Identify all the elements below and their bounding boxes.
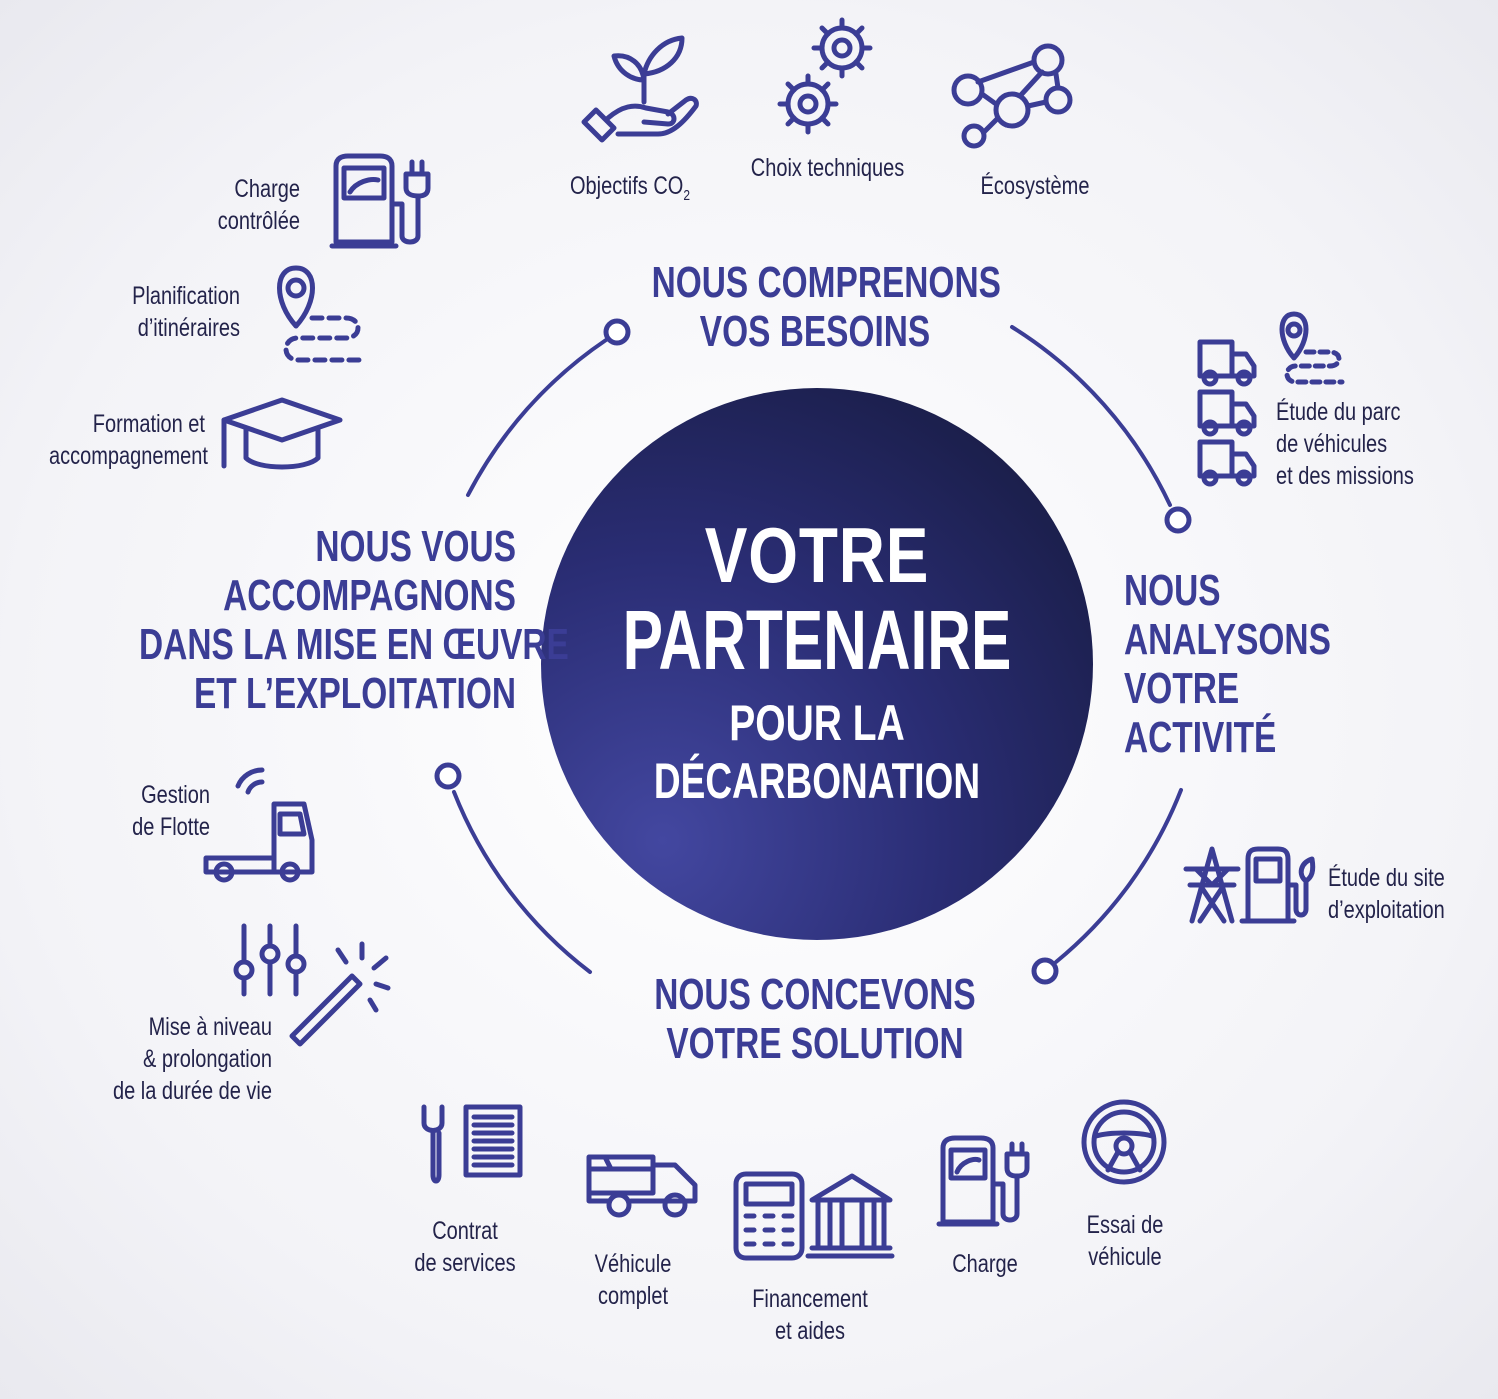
label-contrat-services: Contrat de services — [414, 1217, 516, 1277]
center-subtitle-1: POUR LA — [729, 695, 905, 751]
center-title-2: PARTENAIRE — [622, 593, 1012, 687]
arc-bottom-left — [452, 790, 592, 974]
arc-top-right — [1010, 325, 1172, 507]
label-mise-a-niveau: Mise à niveau & prolongation de la durée… — [112, 1013, 273, 1105]
center-subtitle-2: DÉCARBONATION — [653, 753, 981, 809]
pylon-charger-icon — [1183, 846, 1316, 924]
label-ecosysteme: Écosystème — [980, 172, 1090, 200]
label-essai-vehicule: Essai de véhicule — [1086, 1211, 1164, 1271]
sliders-wand-icon — [233, 923, 391, 1047]
stage-right-heading: NOUS ANALYSONS VOTRE ACTIVITÉ — [1124, 566, 1331, 762]
graduation-cap-icon — [221, 397, 343, 470]
label-gestion-flotte: Gestion de Flotte — [132, 781, 210, 841]
charger-controlled-icon — [329, 153, 431, 249]
arc-top-left — [466, 338, 608, 497]
truck-icon — [586, 1154, 698, 1218]
label-planification-itineraires: Planification d’itinéraires — [132, 282, 240, 342]
arc-bottom-right — [1054, 788, 1183, 964]
node-right — [1164, 506, 1192, 534]
label-formation-accompagnement: Formation et accompagnement — [49, 410, 208, 470]
label-charge-controlee: Charge contrôlée — [217, 175, 300, 235]
fleet-route-icon — [1197, 311, 1345, 487]
label-financement-aides: Financement et aides — [752, 1285, 868, 1345]
wrench-document-icon — [421, 1104, 523, 1184]
node-bottom — [1031, 957, 1059, 985]
steering-wheel-icon — [1081, 1099, 1167, 1185]
label-objectifs-co2: Objectifs CO2 — [569, 172, 691, 204]
calculator-bank-icon — [733, 1171, 895, 1261]
stage-top-heading: NOUS COMPRENONS VOS BESOINS — [651, 258, 1001, 356]
route-pin-icon — [277, 265, 363, 363]
center-circle: VOTRE PARTENAIRE POUR LA DÉCARBONATION — [541, 388, 1093, 940]
stage-left-heading: NOUS VOUS ACCOMPAGNONS DANS LA MISE EN Œ… — [139, 522, 569, 718]
gears-icon — [777, 17, 873, 135]
label-charge: Charge — [952, 1250, 1018, 1278]
node-top — [603, 318, 631, 346]
network-icon — [951, 43, 1073, 149]
label-etude-parc: Étude du parc de véhicules et des missio… — [1276, 398, 1414, 490]
label-choix-techniques: Choix techniques — [750, 154, 905, 182]
label-etude-site: Étude du site d’exploitation — [1328, 864, 1445, 924]
plant-hand-icon — [581, 35, 699, 143]
connected-truck-icon — [203, 767, 315, 883]
center-title-1: VOTRE — [704, 511, 930, 599]
label-vehicule-complet: Véhicule complet — [594, 1250, 672, 1310]
stage-bottom-heading: NOUS CONCEVONS VOTRE SOLUTION — [654, 970, 976, 1068]
charger-icon — [936, 1135, 1030, 1227]
node-left — [434, 762, 462, 790]
